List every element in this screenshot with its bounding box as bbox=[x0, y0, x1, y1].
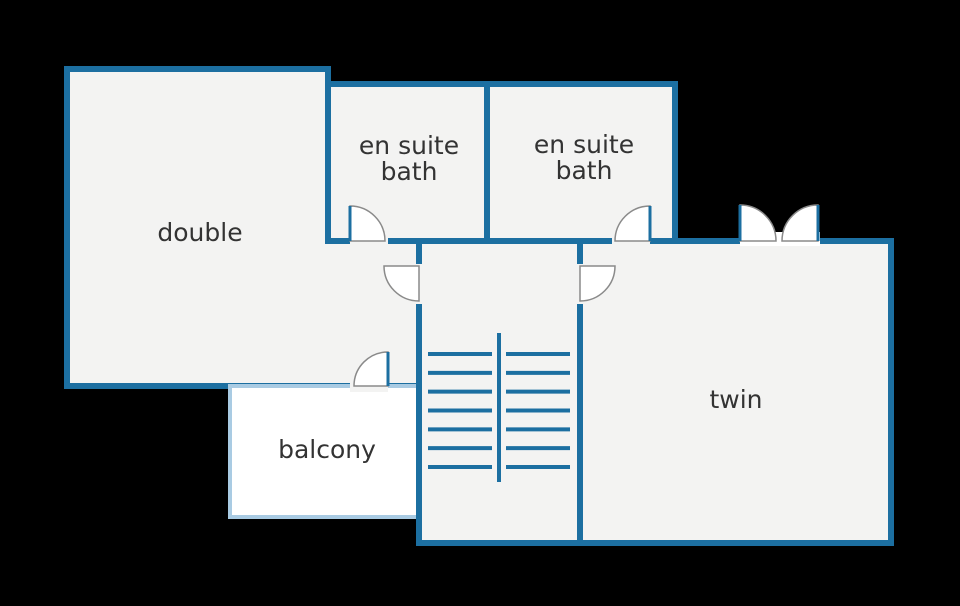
door-bath-1 bbox=[349, 205, 386, 242]
room-balcony bbox=[228, 384, 421, 519]
label-twin: twin bbox=[709, 385, 762, 414]
door-jambs bbox=[348, 205, 820, 386]
rooms bbox=[64, 66, 894, 546]
label-double: double bbox=[157, 218, 242, 247]
doors bbox=[349, 204, 819, 387]
door-hall-left bbox=[383, 265, 420, 302]
door-twin-leaf-left bbox=[739, 204, 777, 242]
label-bath-2-line-2: bath bbox=[556, 156, 613, 185]
room-labels: double en suite bath en suite bath twin … bbox=[157, 130, 762, 464]
label-bath-2-line-1: en suite bbox=[534, 130, 634, 159]
label-bath-1-line-2: bath bbox=[381, 157, 438, 186]
label-balcony: balcony bbox=[278, 435, 376, 464]
door-balcony bbox=[353, 351, 389, 387]
stairs bbox=[428, 333, 570, 482]
door-bath-2 bbox=[614, 205, 651, 242]
stair-steps bbox=[428, 352, 570, 469]
label-bath-1-line-1: en suite bbox=[359, 131, 459, 160]
door-twin-leaf-right bbox=[781, 204, 819, 242]
door-hall-right bbox=[579, 265, 616, 302]
room-twin bbox=[577, 238, 894, 546]
